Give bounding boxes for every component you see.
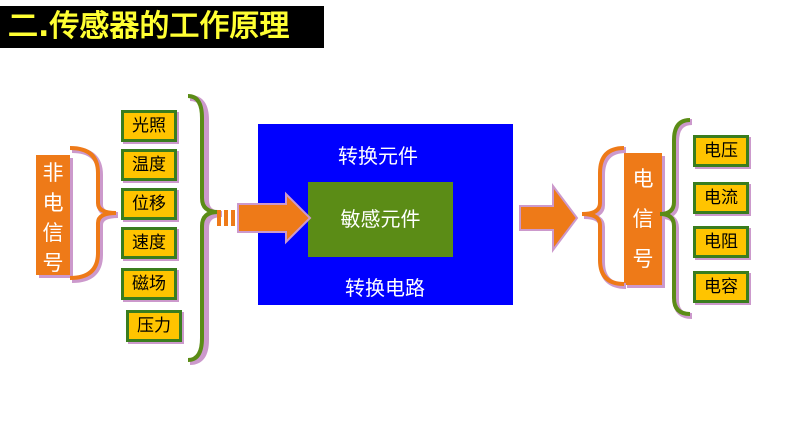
electric-signal-box: 电 信 号 (624, 153, 662, 285)
left-label-char: 信 (42, 221, 64, 245)
output-item-voltage: 电压 (693, 135, 749, 167)
left-label-char: 号 (42, 251, 64, 275)
right-label-char: 电 (632, 167, 654, 191)
input-item-magnetic-field: 磁场 (121, 268, 177, 300)
output-item-capacitance: 电容 (693, 271, 749, 303)
conversion-circuit-label: 转换电路 (345, 276, 425, 300)
conversion-element-label: 转换元件 (338, 144, 418, 168)
items-closing-brace (187, 94, 223, 365)
left-brace (69, 146, 119, 283)
input-item-temperature: 温度 (121, 149, 177, 181)
page-title: 二.传感器的工作原理 (0, 6, 324, 48)
left-label-char: 非 (42, 161, 64, 185)
right-label-char: 信 (632, 207, 654, 231)
input-item-pressure: 压力 (126, 310, 182, 342)
non-electric-signal-box: 非 电 信 号 (36, 155, 70, 275)
input-arrow (217, 191, 312, 245)
output-arrow (519, 183, 579, 253)
output-items-brace (659, 118, 693, 319)
input-item-velocity: 速度 (121, 227, 177, 259)
output-item-current: 电流 (693, 182, 749, 214)
input-item-displacement: 位移 (121, 188, 177, 220)
input-item-light: 光照 (121, 110, 177, 142)
left-label-char: 电 (42, 191, 64, 215)
sensitive-element-box: 敏感元件 (308, 182, 453, 257)
output-item-resistance: 电阻 (693, 226, 749, 258)
right-label-char: 号 (632, 247, 654, 271)
signal-left-brace (581, 146, 627, 289)
